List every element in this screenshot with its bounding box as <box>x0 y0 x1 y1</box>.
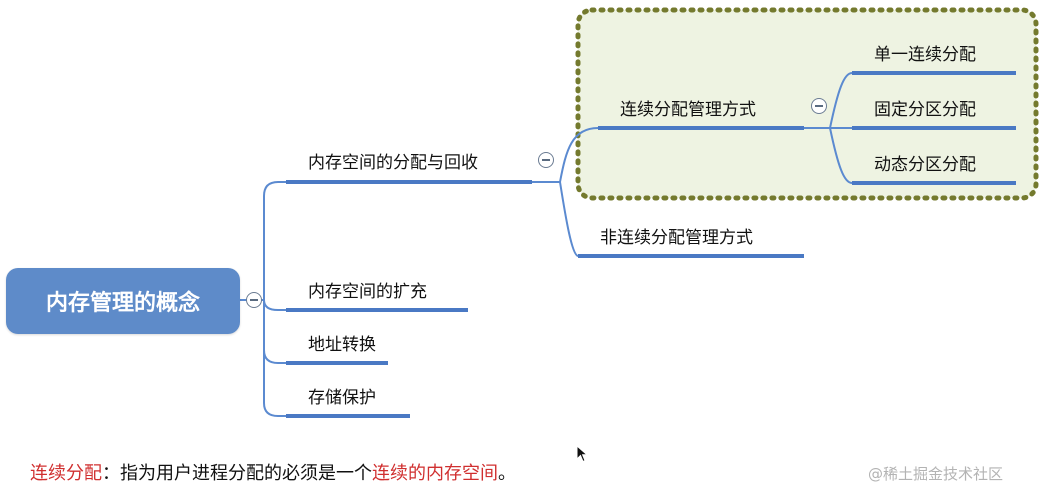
node-allocation[interactable]: 内存空间的分配与回收 <box>308 153 478 173</box>
minus-icon <box>815 105 823 107</box>
branch-underlines <box>286 180 532 418</box>
collapse-continuous-button[interactable] <box>811 98 827 114</box>
caption-term: 连续分配 <box>30 463 102 484</box>
minus-icon <box>542 159 550 161</box>
watermark: @稀土掘金技术社区 <box>868 465 1004 483</box>
minus-icon <box>250 299 258 301</box>
collapse-root-button[interactable] <box>246 292 262 308</box>
connector-root-to-expansion <box>263 299 286 311</box>
connector-to-dynamic <box>829 127 853 184</box>
root-node-label: 内存管理的概念 <box>45 291 200 316</box>
highlight-box <box>575 7 1039 201</box>
node-storage-protection[interactable]: 存储保护 <box>308 388 376 408</box>
node-single-continuous[interactable]: 单一连续分配 <box>874 45 976 65</box>
node-continuous-allocation[interactable]: 连续分配管理方式 <box>620 100 756 120</box>
caption-text: 指为用户进程分配的必须是一个 <box>120 463 372 484</box>
connector-root-to-protection <box>263 300 286 417</box>
node-address-translation[interactable]: 地址转换 <box>308 335 376 355</box>
collapse-allocation-button[interactable] <box>538 152 554 168</box>
node-noncontinuous-allocation[interactable]: 非连续分配管理方式 <box>600 228 753 248</box>
connector-root-to-allocation <box>263 181 286 300</box>
connector-to-continuous <box>559 127 599 183</box>
connector-to-single <box>829 72 853 129</box>
caption-colon: ： <box>102 463 120 484</box>
caption: 连续分配：指为用户进程分配的必须是一个连续的内存空间。 <box>30 459 516 485</box>
root-node[interactable]: 内存管理的概念 <box>6 268 240 334</box>
mouse-cursor-icon <box>576 445 588 463</box>
root-connectors <box>240 181 286 417</box>
node-fixed-partition[interactable]: 固定分区分配 <box>874 100 976 120</box>
connector-to-noncontinuous <box>559 181 579 257</box>
caption-highlight: 连续的内存空间 <box>372 463 498 484</box>
node-dynamic-partition[interactable]: 动态分区分配 <box>874 155 976 175</box>
caption-end: 。 <box>498 463 516 484</box>
node-expansion[interactable]: 内存空间的扩充 <box>308 282 427 302</box>
